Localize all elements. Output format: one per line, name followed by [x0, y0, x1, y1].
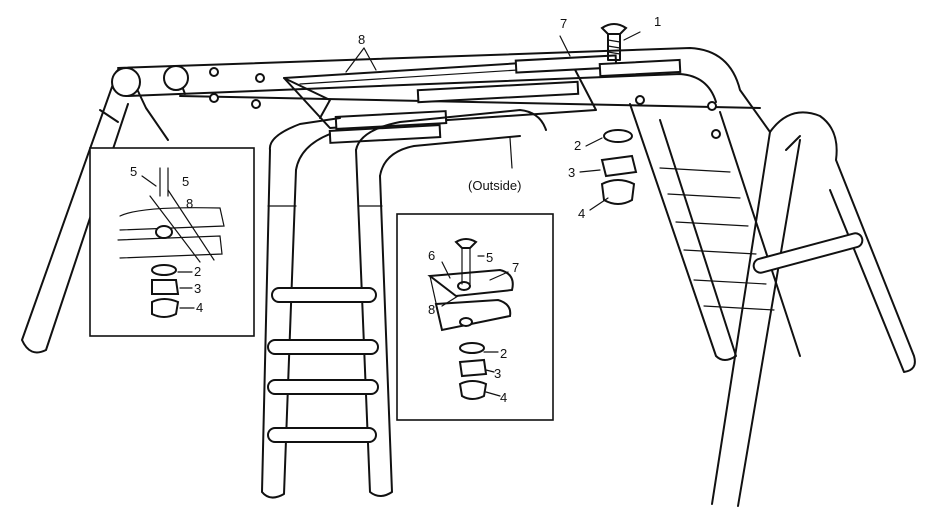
overhead-rung [416, 80, 580, 104]
callout-3: 3 [568, 165, 575, 180]
rail-bolt [635, 95, 645, 105]
left-callout-2: 2 [194, 264, 201, 279]
overhead-rung [598, 58, 682, 78]
rail-bolt [707, 101, 717, 111]
rail-end-cap [111, 67, 141, 97]
center-callout-5: 5 [486, 250, 493, 265]
left-detail-inset [89, 147, 255, 337]
overhead-rung [328, 124, 442, 144]
ladder-rung [267, 379, 379, 395]
top-rails [111, 47, 771, 139]
ladder-rung [271, 287, 377, 303]
center-callout-4: 4 [500, 390, 507, 405]
left-callout-4: 4 [196, 300, 203, 315]
callout-1: 1 [654, 14, 661, 29]
callout-2: 2 [574, 138, 581, 153]
right-ladder [629, 103, 801, 361]
right-a-frame [711, 111, 916, 507]
bolt-assembly-exploded [345, 23, 641, 205]
crossbar [752, 232, 864, 274]
left-callout-8: 8 [186, 196, 193, 211]
rail-clamp [163, 65, 189, 91]
center-callout-7: 7 [512, 260, 519, 275]
left-callout-3: 3 [194, 281, 201, 296]
rail-bolt [209, 93, 219, 103]
center-callout-8: 8 [428, 302, 435, 317]
left-callout-5a: 5 [130, 164, 137, 179]
center-ladder [261, 109, 547, 499]
ladder-rung [267, 339, 379, 355]
outside-label: (Outside) [468, 178, 521, 193]
overhead-rung [514, 54, 618, 74]
center-callout-6: 6 [428, 248, 435, 263]
callout-4: 4 [578, 206, 585, 221]
rail-bolt [209, 67, 219, 77]
center-callout-3: 3 [494, 366, 501, 381]
rail-bolt [255, 73, 265, 83]
left-callout-5b: 5 [182, 174, 189, 189]
callout-8: 8 [358, 32, 365, 47]
rail-bolt [711, 129, 721, 139]
callout-7: 7 [560, 16, 567, 31]
ladder-rung [267, 427, 377, 443]
center-callout-2: 2 [500, 346, 507, 361]
rail-bolt [251, 99, 261, 109]
overhead-ladder [283, 54, 682, 144]
center-detail-inset [396, 213, 554, 421]
